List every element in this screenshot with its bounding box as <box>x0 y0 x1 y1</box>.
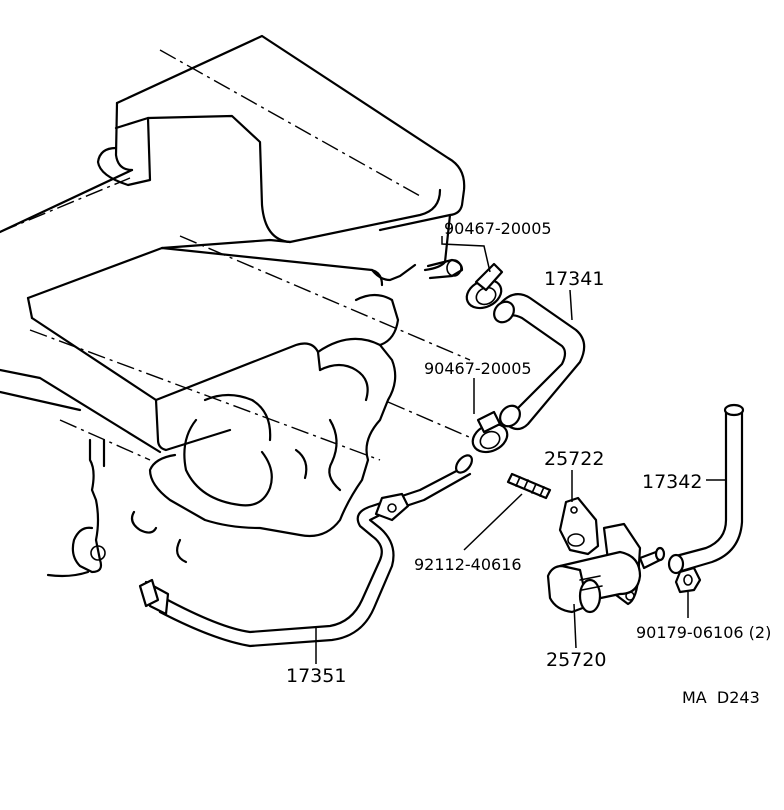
label-bracket-25722: 25722 <box>544 448 604 470</box>
stud <box>506 472 552 500</box>
label-clamp-upper: 90467-20005 <box>444 219 552 238</box>
label-valve-25720: 25720 <box>546 649 606 671</box>
hose-17342 <box>667 403 745 575</box>
nut <box>674 566 702 594</box>
label-hose-17342: 17342 <box>642 471 702 493</box>
valve-25720 <box>546 522 666 614</box>
label-pipe-17351: 17351 <box>286 665 346 687</box>
diagram-code: MA D243 <box>682 688 760 707</box>
clamp-upper <box>465 262 504 310</box>
pipe-17351 <box>138 454 474 648</box>
center-lines <box>0 49 477 461</box>
label-stud: 92112-40616 <box>414 555 522 574</box>
bracket-25722 <box>558 496 600 556</box>
hose-17341 <box>493 293 586 431</box>
label-hose-17341: 17341 <box>544 268 604 290</box>
label-clamp-lower: 90467-20005 <box>424 359 532 378</box>
clamp-lower <box>471 410 509 454</box>
leader-lines <box>315 236 726 664</box>
engine-outline <box>0 34 466 578</box>
label-nut: 90179-06106 (2) <box>636 623 771 642</box>
